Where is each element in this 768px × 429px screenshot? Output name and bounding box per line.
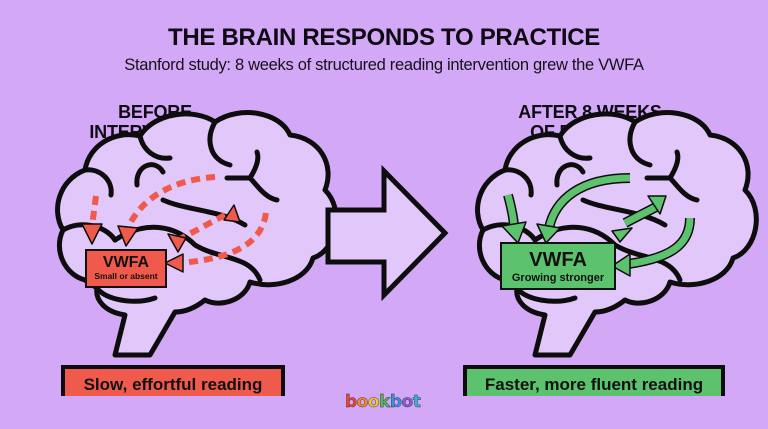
logo-letter: k: [379, 392, 391, 412]
page-subtitle: Stanford study: 8 weeks of structured re…: [124, 56, 644, 74]
vwfa-sublabel: Growing stronger: [511, 272, 605, 284]
bookbot-logo: bookbot: [345, 392, 425, 412]
vwfa-sublabel: Small or absent: [94, 271, 158, 281]
before-vwfa-box: VWFA Small or absent: [85, 249, 167, 288]
before-result-label: Slow, effortful reading: [61, 365, 285, 401]
logo-letter: b: [345, 392, 358, 412]
after-vwfa-box: VWFA Growing stronger: [500, 242, 616, 290]
right-arrow-icon: [325, 164, 449, 302]
logo-letter: o: [401, 392, 413, 412]
vwfa-label: VWFA: [529, 249, 587, 271]
vwfa-label: VWFA: [102, 254, 150, 271]
after-solid-arrows: [501, 173, 695, 277]
before-dashed-arrows: [81, 174, 269, 273]
bottom-crop-band: [0, 396, 768, 429]
before-brain-illustration: [58, 113, 337, 355]
logo-letter: o: [367, 392, 380, 412]
logo-letter: t: [412, 392, 422, 412]
page-title: THE BRAIN RESPONDS TO PRACTICE: [168, 24, 600, 51]
logo-letter: o: [356, 392, 368, 412]
logo-letter: b: [389, 392, 403, 412]
after-result-label: Faster, more fluent reading: [463, 365, 725, 401]
